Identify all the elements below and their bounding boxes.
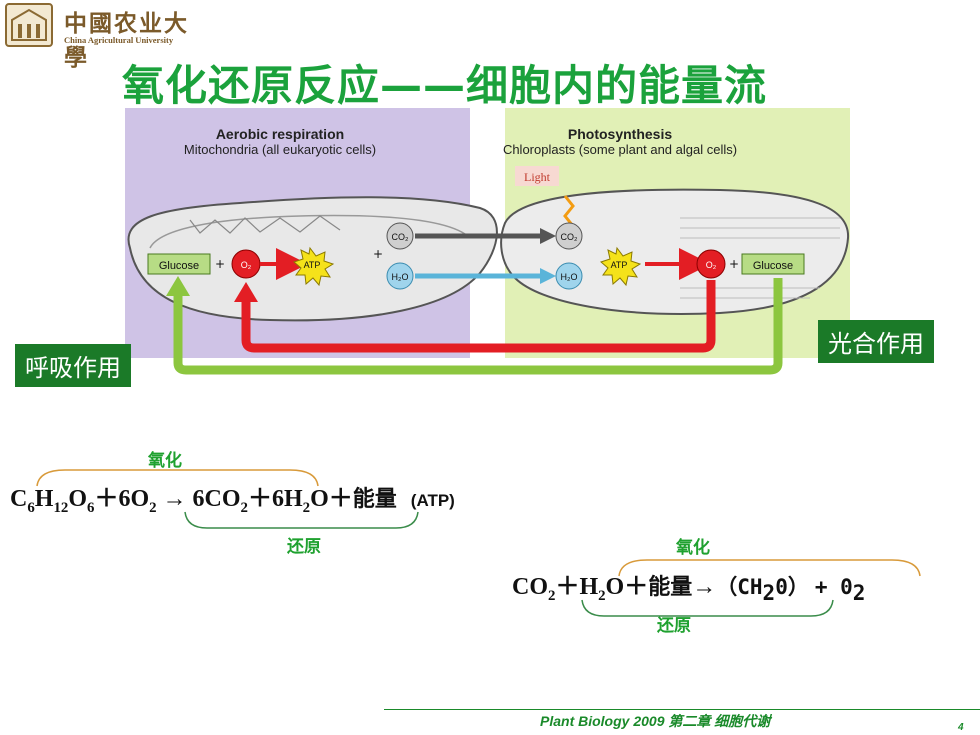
eq2-energy: 能量 — [648, 575, 693, 600]
footer-text: Plant Biology 2009 第二章 细胞代谢 — [540, 713, 771, 729]
h2o-molecule-left — [386, 262, 414, 290]
emblem-icon — [5, 3, 53, 47]
eq1-oxidation-brace — [36, 469, 319, 487]
eq2-reduction-note: 还原 — [657, 616, 691, 636]
photosynthesis-equation: CO2＋H2O＋能量→（CH20） + 02 — [512, 574, 866, 605]
svg-text:H₂O: H₂O — [561, 272, 578, 282]
slide-title: 氧化还原反应——细胞内的能量流 — [122, 61, 768, 110]
svg-text:CO₂: CO₂ — [561, 232, 579, 242]
logo-english-name: China Agricultural University — [64, 35, 174, 45]
svg-text:CO₂: CO₂ — [392, 232, 410, 242]
glucose-return-arrow — [173, 278, 783, 375]
svg-text:O₂: O₂ — [706, 260, 717, 270]
eq1-atp: (ATP) — [410, 491, 455, 510]
glucose-box-right — [741, 253, 805, 275]
university-logo: 中國农业大學 China Agricultural University — [4, 2, 194, 71]
h2o-molecule-right — [555, 262, 583, 290]
oxygen-return-arrow — [241, 280, 716, 353]
respiration-title: Aerobic respiration — [216, 126, 344, 142]
svg-text:ATP: ATP — [304, 260, 321, 270]
glucose-box-left — [147, 253, 211, 275]
svg-text:O₂: O₂ — [241, 260, 252, 270]
light-label: Light — [524, 170, 551, 184]
eq2-reduction-brace — [581, 599, 834, 617]
footer-divider — [384, 709, 980, 710]
eq1-oxidation-note: 氧化 — [148, 451, 182, 471]
respiration-label: 呼吸作用 — [15, 344, 131, 387]
svg-text:ATP: ATP — [611, 260, 628, 270]
logo-chinese-name: 中國农业大學 — [64, 10, 189, 71]
photosynthesis-label: 光合作用 — [818, 320, 934, 363]
svg-text:+: + — [215, 257, 225, 271]
co2-molecule-right — [555, 222, 583, 250]
eq1-energy: 能量 — [352, 487, 397, 512]
photosynthesis-title: Photosynthesis — [568, 126, 672, 142]
eq2-oxidation-brace — [618, 559, 921, 577]
co2-molecule-left — [386, 222, 414, 250]
respiration-photosynthesis-diagram: Aerobic respiration Mitochondria (all eu… — [125, 108, 850, 375]
eq1-reduction-note: 还原 — [287, 537, 321, 557]
page-number: 4 — [958, 722, 964, 733]
chloroplast-shape — [500, 188, 850, 315]
atp-burst-left — [293, 246, 335, 287]
svg-text:+: + — [373, 247, 383, 261]
eq2-arrow: → — [692, 574, 717, 600]
o2-molecule-right — [696, 249, 726, 279]
eq1-reduction-brace — [184, 511, 419, 529]
svg-text:Glucose: Glucose — [753, 260, 793, 272]
respiration-subtitle: Mitochondria (all eukaryotic cells) — [184, 142, 376, 157]
eq2-oxidation-note: 氧化 — [676, 538, 710, 558]
svg-text:Glucose: Glucose — [159, 260, 199, 272]
respiration-equation: C6H12O6＋6O2 → 6CO2＋6H2O＋能量(ATP) — [10, 486, 455, 516]
svg-text:+: + — [729, 257, 739, 271]
atp-burst-right — [600, 246, 642, 287]
svg-text:H₂O: H₂O — [392, 272, 409, 282]
photosynthesis-subtitle: Chloroplasts (some plant and algal cells… — [503, 142, 737, 157]
